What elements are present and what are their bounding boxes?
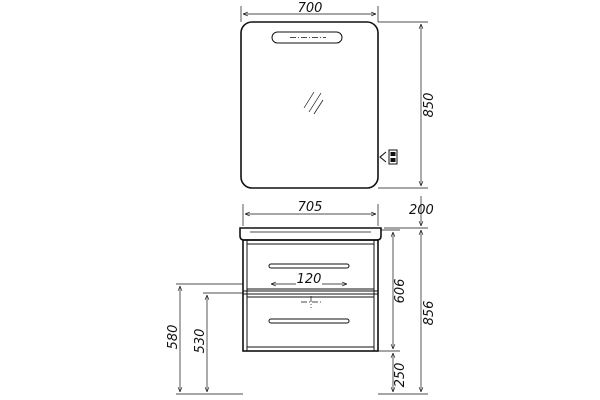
dim-leg-height: 250 (378, 353, 428, 395)
floor-to-top-label: 580 (166, 325, 181, 350)
dim-handle-width: 120 (271, 272, 347, 287)
mirror-light-strip (271, 31, 343, 44)
total-height-label: 856 (422, 301, 437, 326)
upper-drawer-handle (268, 263, 350, 269)
mirror-cabinet (240, 21, 398, 189)
sink-top (239, 227, 382, 241)
lower-drawer (246, 296, 375, 348)
mirror-frame (240, 21, 379, 189)
dim-floor-to-drawer: 530 (193, 292, 243, 392)
light-switch-icon (379, 149, 398, 165)
cabinet-body (242, 239, 379, 352)
dim-floor-to-top: 580 (166, 283, 243, 395)
mirror-glare-icon (303, 91, 324, 115)
dim-cabinet-height: 606 (378, 229, 408, 352)
dim-mirror-height: 850 (378, 21, 437, 189)
leg-height-label: 250 (393, 363, 408, 388)
cabinet-height-label: 606 (393, 279, 408, 304)
drain-icon (301, 296, 321, 308)
floor-to-drawer-label: 530 (193, 329, 208, 354)
dim-gap: 200 (384, 196, 434, 229)
dim-cabinet-width: 705 (242, 200, 379, 226)
gap-label: 200 (409, 203, 434, 218)
handle-width-label: 120 (297, 272, 322, 287)
mirror-width-label: 700 (298, 1, 323, 16)
lower-drawer-handle (268, 318, 350, 324)
dim-total-height: 856 (421, 230, 437, 392)
mirror-height-label: 850 (422, 93, 437, 118)
upper-drawer (246, 243, 375, 290)
dim-mirror-width: 700 (240, 1, 379, 22)
vanity-cabinet (239, 227, 382, 352)
cabinet-width-label: 705 (298, 200, 323, 215)
